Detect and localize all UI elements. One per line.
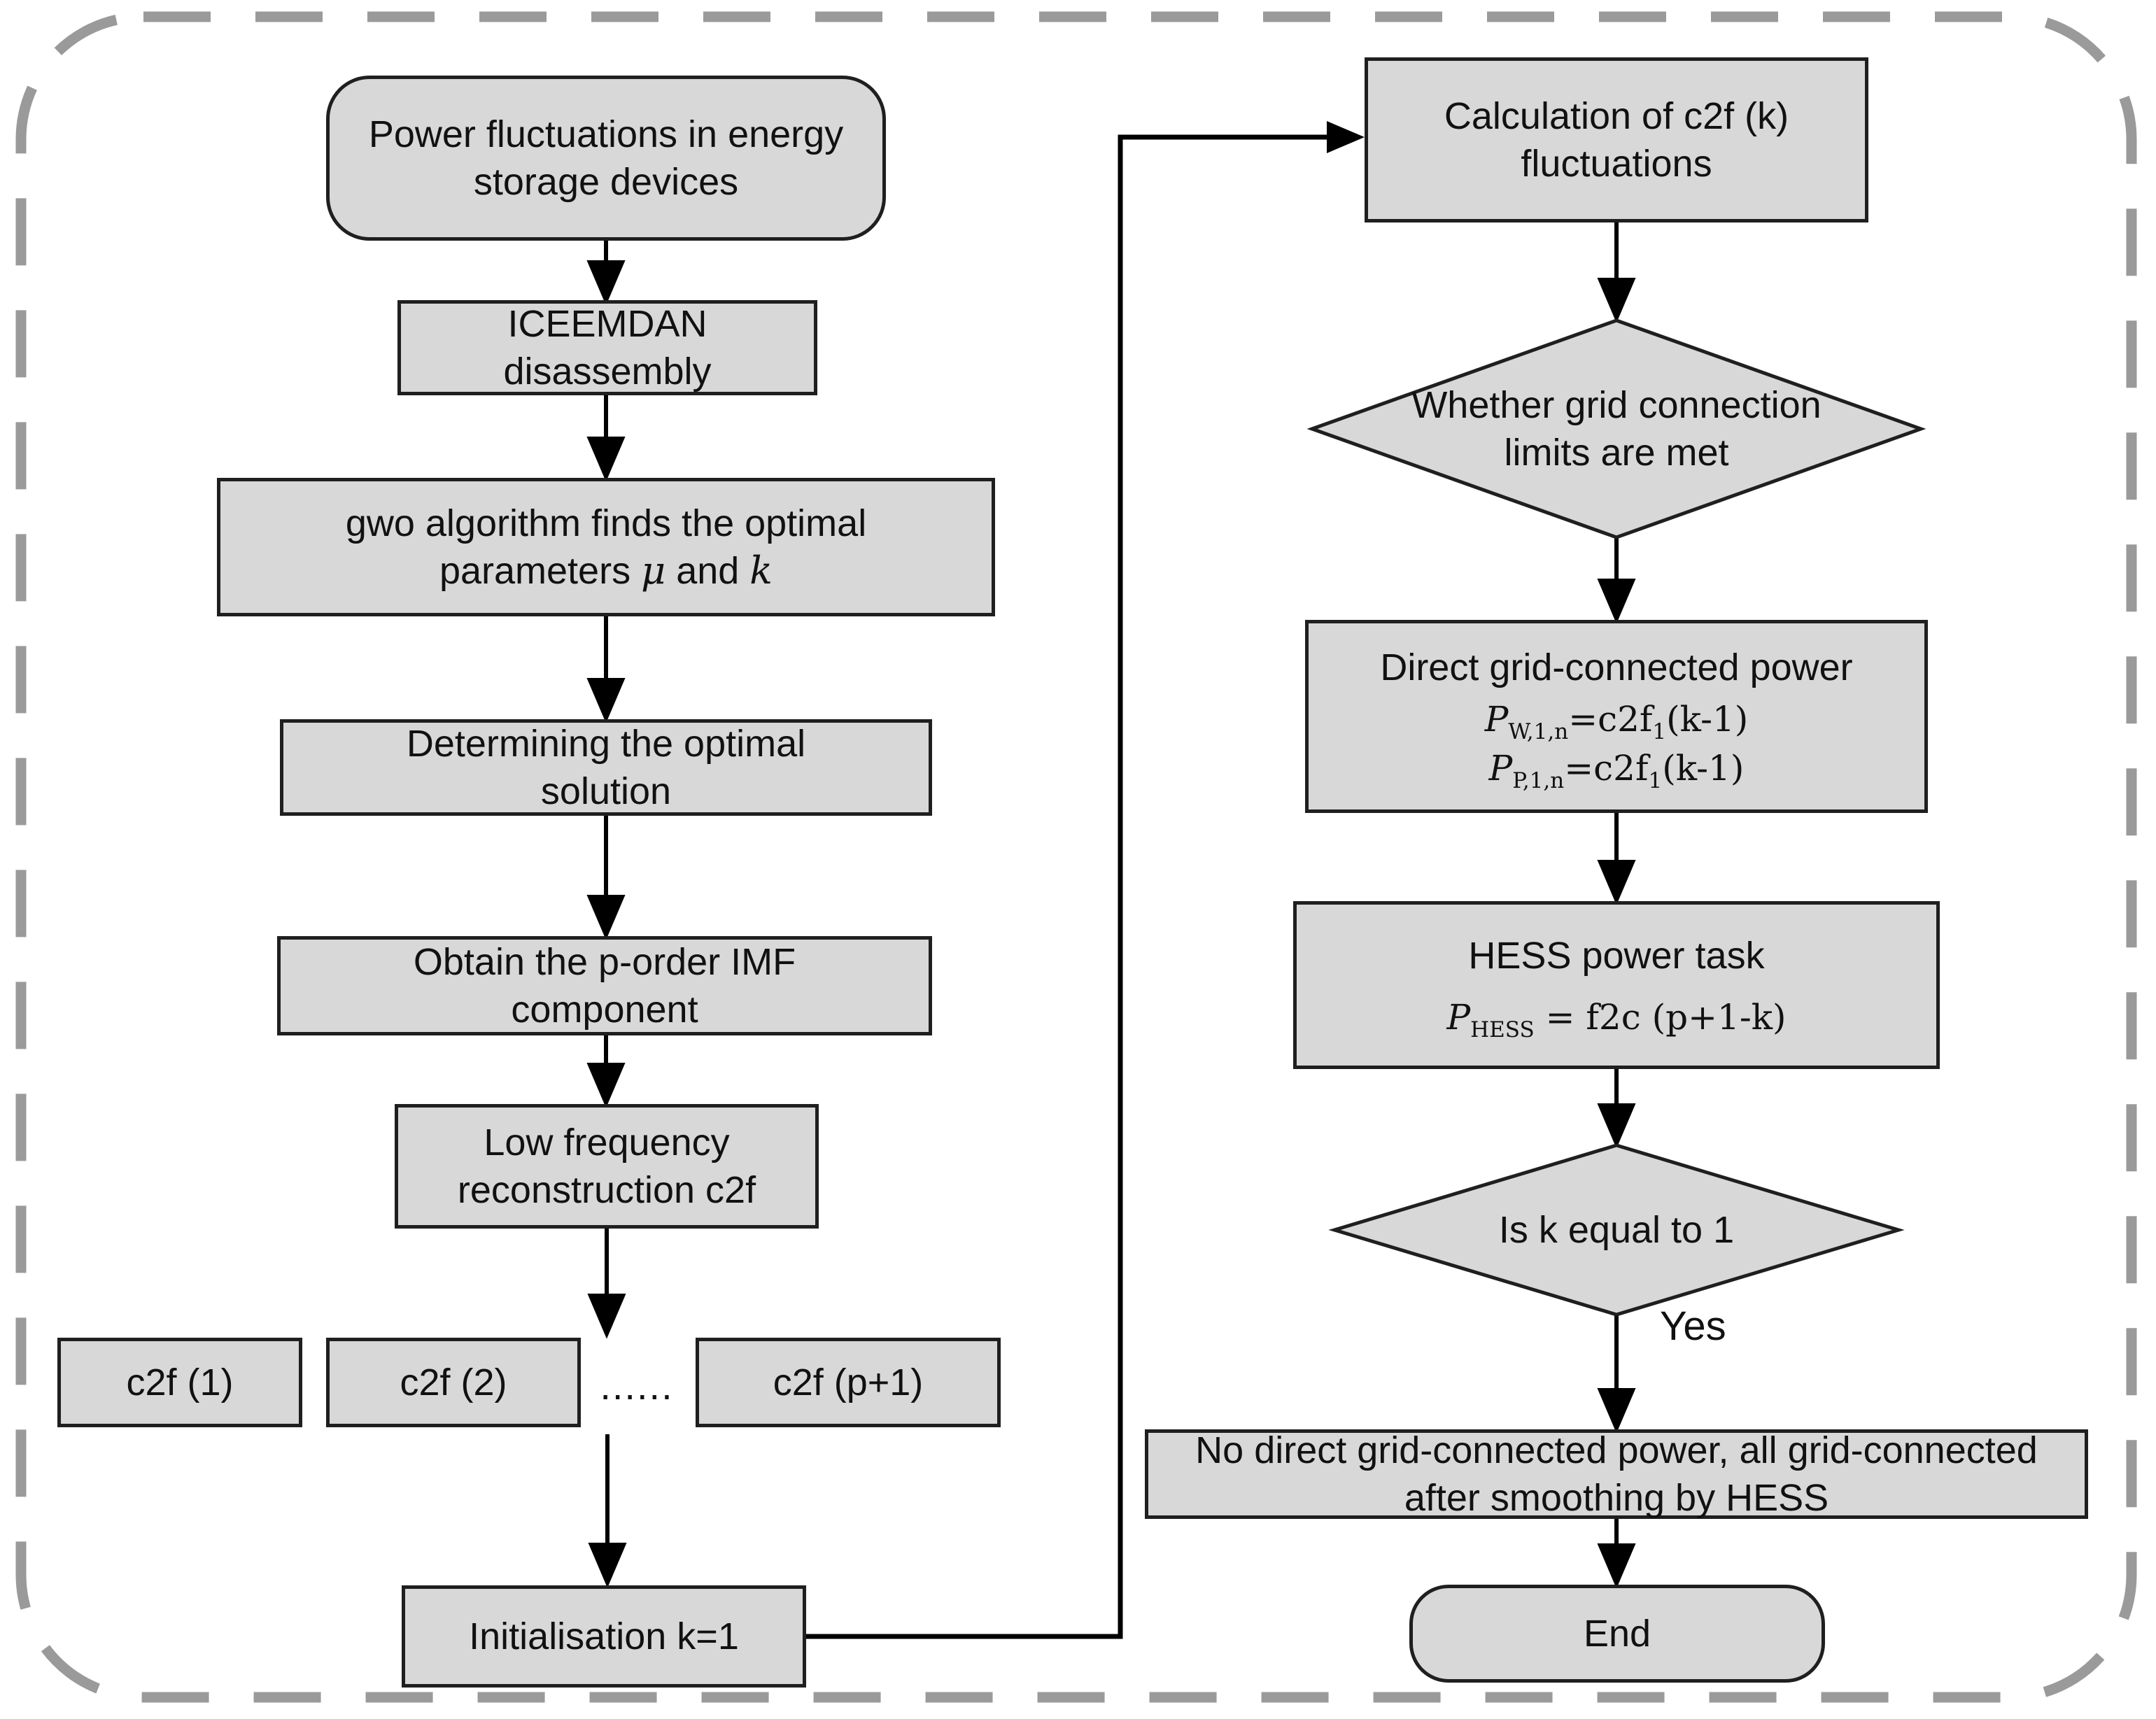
arrowhead-nobox-to-end (1597, 1543, 1636, 1589)
node-end: End (1409, 1585, 1825, 1683)
arrowhead-decision1-to-direct (1597, 579, 1636, 624)
arrowhead-iceemdan-to-gwo (586, 437, 626, 482)
arrowhead-c2f-row-to-init (588, 1543, 627, 1588)
arrowhead-init-to-calc (1327, 121, 1365, 153)
arrowhead-start-to-iceemdan (586, 260, 626, 306)
node-initialisation: Initialisation k=1 (402, 1585, 806, 1688)
node-no-direct-grid-power: No direct grid-connected power, all grid… (1145, 1429, 2088, 1519)
arrowhead-hess-to-decision2 (1597, 1103, 1636, 1149)
node-c2f-1: c2f (1) (57, 1338, 302, 1427)
yes-branch-label: Yes (1660, 1303, 1726, 1349)
node-gwo: gwo algorithm finds the optimal paramete… (217, 478, 995, 616)
k-symbol: k (749, 549, 773, 593)
arrowhead-decision2-to-nobox (1597, 1388, 1636, 1434)
node-obtain-imf: Obtain the p-order IMF component (277, 936, 932, 1035)
node-calc-c2f-fluctuations: Calculation of c2f (k) fluctuations (1365, 57, 1868, 222)
arrowhead-obtain-to-lowfreq (586, 1063, 626, 1108)
mu-symbol: μ (641, 549, 666, 593)
hess-formula: PHESS = f2c (p+1-k) (1446, 997, 1787, 1043)
node-direct-grid-power: Direct grid-connected power PW,1,n=c2f1(… (1305, 620, 1928, 813)
node-hess-power-task: HESS power task PHESS = f2c (p+1-k) (1293, 901, 1940, 1069)
connector-init-to-calc (806, 134, 1331, 1639)
c2f-ellipsis: ...... (600, 1363, 674, 1408)
direct-formula-2: PP,1,n=c2f1(k-1) (1488, 748, 1745, 794)
direct-formula-1: PW,1,n=c2f1(k-1) (1484, 699, 1749, 745)
decision-diamond-k-equal-1 (1328, 1143, 1905, 1317)
decision-diamond-grid-limits (1306, 318, 1926, 539)
gwo-line2: parameters μ and k (439, 549, 773, 593)
decision2-text: Is k equal to 1 (1498, 1208, 1735, 1251)
arrowhead-gwo-to-determining (586, 678, 626, 723)
arrowhead-determining-to-obtain (586, 895, 626, 940)
decision1-text: Whether grid connection limits are met (1411, 383, 1822, 474)
node-start: Power fluctuations in energy storage dev… (326, 76, 886, 241)
arrowhead-calc-to-decision1 (1597, 278, 1636, 323)
arrowhead-lowfreq-to-c2f-row (587, 1294, 626, 1339)
node-determining: Determining the optimal solution (280, 719, 932, 816)
node-lowfreq-reconstruction: Low frequency reconstruction c2f (395, 1104, 819, 1229)
node-c2f-p1: c2f (p+1) (696, 1338, 1001, 1427)
node-c2f-2: c2f (2) (326, 1338, 581, 1427)
dashed-frame (15, 11, 2137, 1703)
node-iceemdan: ICEEMDAN disassembly (397, 300, 817, 395)
arrowhead-direct-to-hess (1597, 860, 1636, 905)
